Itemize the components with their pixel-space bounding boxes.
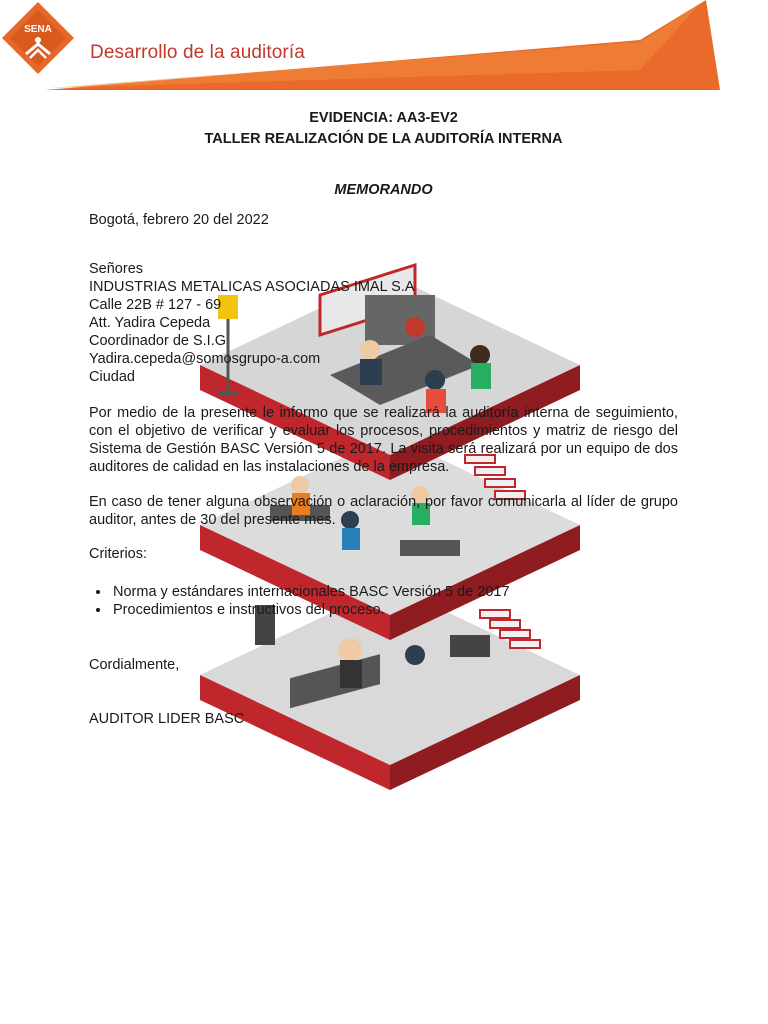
recipient-address: Calle 22B # 127 - 69 [89,297,222,313]
signature-text: AUDITOR LIDER BASC [89,711,245,727]
recipient-salutation: Señores [89,261,144,277]
criteria-label: Criterios: [89,546,148,562]
criteria-item: Procedimientos e instructivos del proces… [111,601,510,619]
criteria-item: Norma y estándares internacionales BASC … [111,583,510,601]
body-paragraph-1: Por medio de la presente le informo que … [89,405,678,475]
page-header: Desarrollo de la auditoría SENA [0,0,768,100]
office-building-illustration [200,262,580,790]
recipient-email: Yadira.cepeda@somosgrupo-a.com [89,351,321,367]
sena-logo: SENA [2,2,74,74]
body-paragraph-2: En caso de tener alguna observación o ac… [89,494,678,528]
workshop-title: TALLER REALIZACIÓN DE LA AUDITORÍA INTER… [204,131,563,147]
header-banner [45,0,720,90]
closing-text: Cordialmente, [89,657,180,673]
evidence-code: EVIDENCIA: AA3-EV2 [309,110,458,126]
memo-title: MEMORANDO [334,182,433,198]
header-title: Desarrollo de la auditoría [90,42,305,63]
recipient-attention: Att. Yadira Cepeda [89,315,211,331]
recipient-role: Coordinador de S.I.G [89,333,227,349]
memo-date: Bogotá, febrero 20 del 2022 [89,212,269,228]
recipient-company: INDUSTRIAS METALICAS ASOCIADAS IMAL S.A [89,279,415,295]
svg-text:SENA: SENA [24,24,52,35]
recipient-city: Ciudad [89,369,135,385]
criteria-list: Norma y estándares internacionales BASC … [89,583,510,619]
